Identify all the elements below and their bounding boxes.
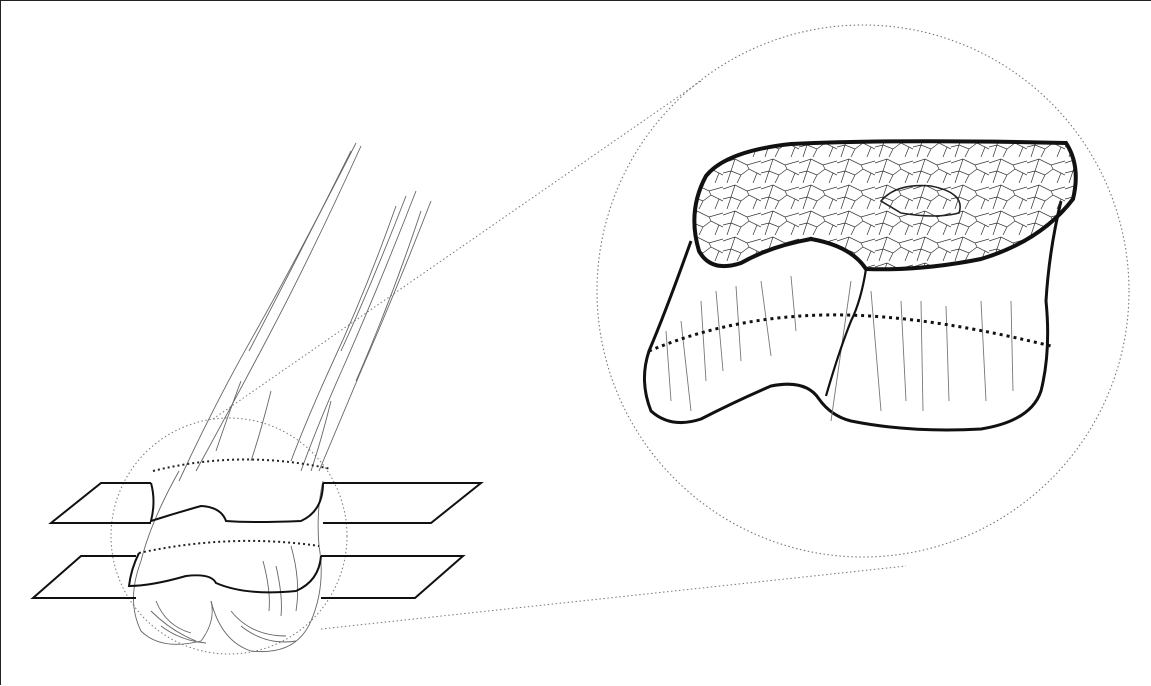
lower-slice-plane (33, 553, 463, 598)
magnified-bone-slice (644, 141, 1075, 430)
condyles (134, 471, 324, 652)
upper-slice-plane (51, 483, 481, 523)
bone-dotted-outline (139, 459, 331, 553)
bone-shaft (179, 143, 431, 481)
